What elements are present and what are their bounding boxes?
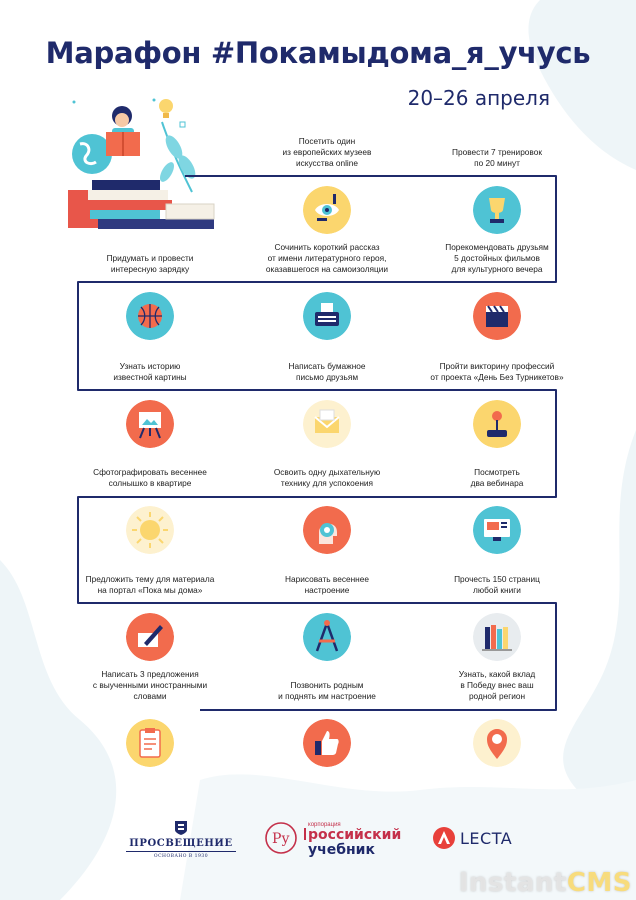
task-label: Освоить одну дыхательную технику для усп… <box>273 467 381 488</box>
task-label: Придумать и провести интересную зарядку <box>106 253 194 274</box>
lecta-emblem-icon <box>433 827 455 849</box>
task-label: Прочесть 150 страниц любой книги <box>454 574 540 595</box>
task-label: Пройти викторину профессий от проекта «Д… <box>430 361 564 382</box>
svg-text:Ру: Ру <box>272 831 290 847</box>
watermark-part2: CMS <box>566 868 632 898</box>
task-label: Посмотреть два вебинара <box>470 467 524 488</box>
date-range: 20–26 апреля <box>407 86 550 110</box>
task-label: Узнать историю известной картины <box>113 361 187 382</box>
task-label: Провести 7 тренировок по 20 минут <box>452 147 542 168</box>
thumbs-up-icon <box>303 719 351 767</box>
ru-name-line1: российский <box>308 827 402 843</box>
envelope-icon <box>303 400 351 448</box>
ru-small-label: корпорация <box>308 822 341 828</box>
pen-paper-icon <box>126 613 174 661</box>
prosveshchenie-name: ПРОСВЕЩЕНИЕ <box>126 838 236 852</box>
ru-emblem-icon: Ру <box>265 822 297 854</box>
watermark-part1: Instant <box>458 868 567 898</box>
prosveshchenie-logo: ПРОСВЕЩЕНИЕ ОСНОВАНО В 1930 <box>126 820 236 860</box>
prosveshchenie-subtitle: ОСНОВАНО В 1930 <box>153 854 209 859</box>
watermark: InstantCMS <box>459 868 632 898</box>
task-label: Узнать, какой вклад в Победу внес ваш ро… <box>458 669 536 701</box>
easel-icon <box>126 400 174 448</box>
clipboard-icon <box>126 719 174 767</box>
task-label: Посетить один из европейских музеев иску… <box>282 136 372 168</box>
lecta-logo: LECTA <box>432 826 522 852</box>
prosveshchenie-emblem-icon <box>175 821 187 835</box>
joystick-icon <box>473 400 521 448</box>
lecta-name: LECTA <box>460 829 513 848</box>
page-title: Марафон #Покамыдома_я_учусь <box>45 36 591 70</box>
monitor-icon <box>473 506 521 554</box>
map-pin-icon <box>473 719 521 767</box>
trophy-icon <box>473 186 521 234</box>
basketball-icon <box>126 292 174 340</box>
task-label: Написать бумажное письмо друзьям <box>288 361 366 382</box>
task-label: Сфотографировать весеннее солнышко в ква… <box>93 467 207 488</box>
task-label: Предложить тему для материала на портал … <box>85 574 215 595</box>
ru-divider <box>304 828 306 840</box>
task-label: Порекомендовать друзьям 5 достойных филь… <box>445 242 549 274</box>
task-label: Написать 3 предложения с выученными инос… <box>92 669 208 701</box>
clapperboard-icon <box>473 292 521 340</box>
ru-name-line2: учебник <box>308 842 375 858</box>
compass-drawing-icon <box>303 613 351 661</box>
hero-illustration-icon <box>68 98 215 229</box>
task-label: Нарисовать весеннее настроение <box>285 574 369 595</box>
sun-icon <box>126 506 174 554</box>
task-label: Позвонить родным и поднять им настроение <box>278 680 376 701</box>
brain-icon <box>303 506 351 554</box>
books-icon <box>473 613 521 661</box>
typewriter-icon <box>303 292 351 340</box>
task-label: Сочинить короткий рассказ от имени литер… <box>265 242 389 274</box>
eye-icon <box>303 186 351 234</box>
russian-textbook-logo: Ру корпорация российский учебник <box>262 818 422 858</box>
